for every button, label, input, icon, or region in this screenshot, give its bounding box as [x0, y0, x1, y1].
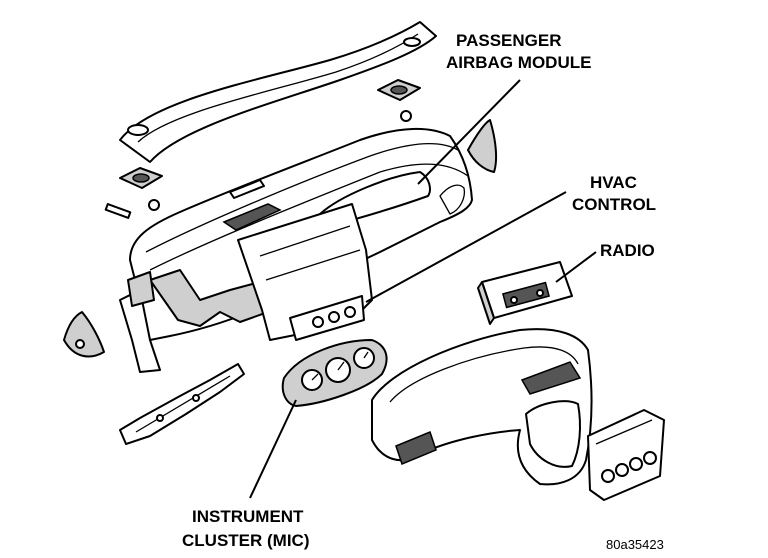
instrument-cluster-part — [281, 339, 388, 407]
label-instrument-cluster-line2: CLUSTER (MIC) — [182, 531, 309, 550]
label-passenger-airbag-line1: PASSENGER — [456, 31, 562, 50]
radio-unit-part — [477, 261, 573, 325]
hvac-bezel-part — [587, 409, 665, 501]
cluster-leader — [249, 399, 297, 499]
speaker-right — [377, 79, 421, 122]
label-radio: RADIO — [600, 241, 655, 260]
airbag-leader — [417, 79, 521, 185]
instrument-panel-body — [119, 128, 473, 373]
label-hvac-line2: CONTROL — [572, 195, 656, 214]
radio-leader — [555, 251, 597, 283]
label-hvac-line1: HVAC — [590, 173, 637, 192]
cluster-bezel — [371, 328, 593, 486]
figure-id: 80a35423 — [606, 537, 664, 552]
knee-bolster-bracket — [119, 363, 245, 445]
right-end-cap — [467, 119, 498, 173]
label-instrument-cluster-line1: INSTRUMENT — [192, 507, 304, 526]
speaker-left — [104, 167, 163, 219]
defroster-cover-strip — [119, 21, 437, 163]
left-end-cap — [63, 311, 105, 358]
hvac-leader — [365, 191, 567, 303]
label-passenger-airbag-line2: AIRBAG MODULE — [446, 53, 591, 72]
